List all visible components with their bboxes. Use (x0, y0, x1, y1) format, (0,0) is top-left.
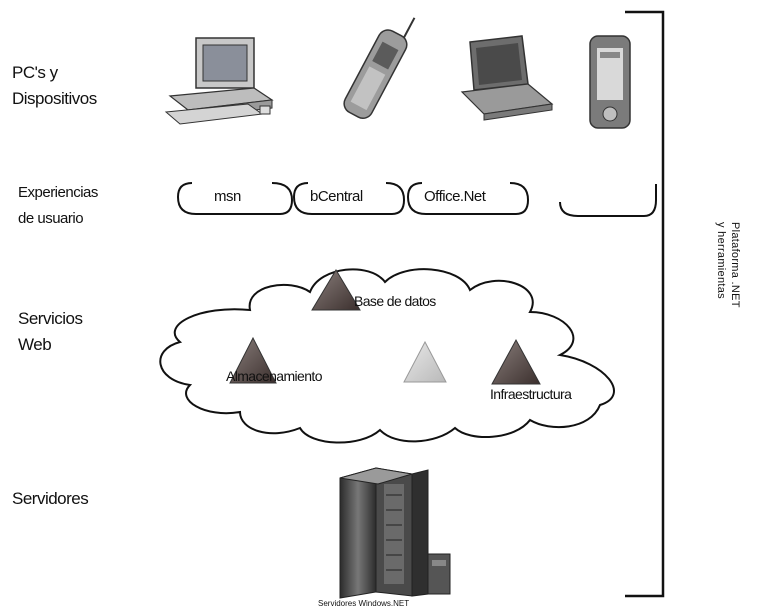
pill-officenet (406, 182, 530, 215)
laptop-icon (460, 35, 554, 121)
pill-empty (559, 184, 657, 217)
desktop-pc-icon (164, 37, 274, 125)
servers-row-label: Servidores (12, 489, 89, 508)
web-services-cloud (159, 268, 615, 444)
experience-pills (176, 182, 657, 217)
infrastructure-triangle (491, 338, 541, 385)
middle-triangle (403, 340, 447, 383)
mobile-phone-icon (343, 17, 416, 120)
servers-caption: Servidores Windows.NET (318, 599, 410, 608)
cloud-label-database: Base de datos (354, 293, 436, 309)
pill-label-msn: msn (214, 188, 241, 205)
pda-icon (589, 35, 631, 129)
pill-msn (176, 182, 294, 215)
database-triangle (311, 269, 361, 311)
experiences-row-label: Experiencias de usuario (18, 184, 98, 227)
cloud-label-storage: Almacenamiento (226, 368, 322, 384)
platform-label: Plataforma .NET y herramientas (715, 222, 741, 308)
devices-row-label: PC's y Dispositivos (12, 63, 97, 108)
platform-bracket (625, 10, 665, 598)
server-rack-icon (339, 467, 451, 599)
webservices-row-label: Servicios Web (18, 309, 83, 354)
cloud-label-infrastructure: Infraestructura (490, 386, 572, 402)
storage-triangle (229, 336, 277, 384)
pill-label-bcentral: bCentral (310, 188, 363, 205)
pill-label-officenet: Office.Net (424, 188, 486, 205)
pill-bcentral (292, 182, 406, 215)
